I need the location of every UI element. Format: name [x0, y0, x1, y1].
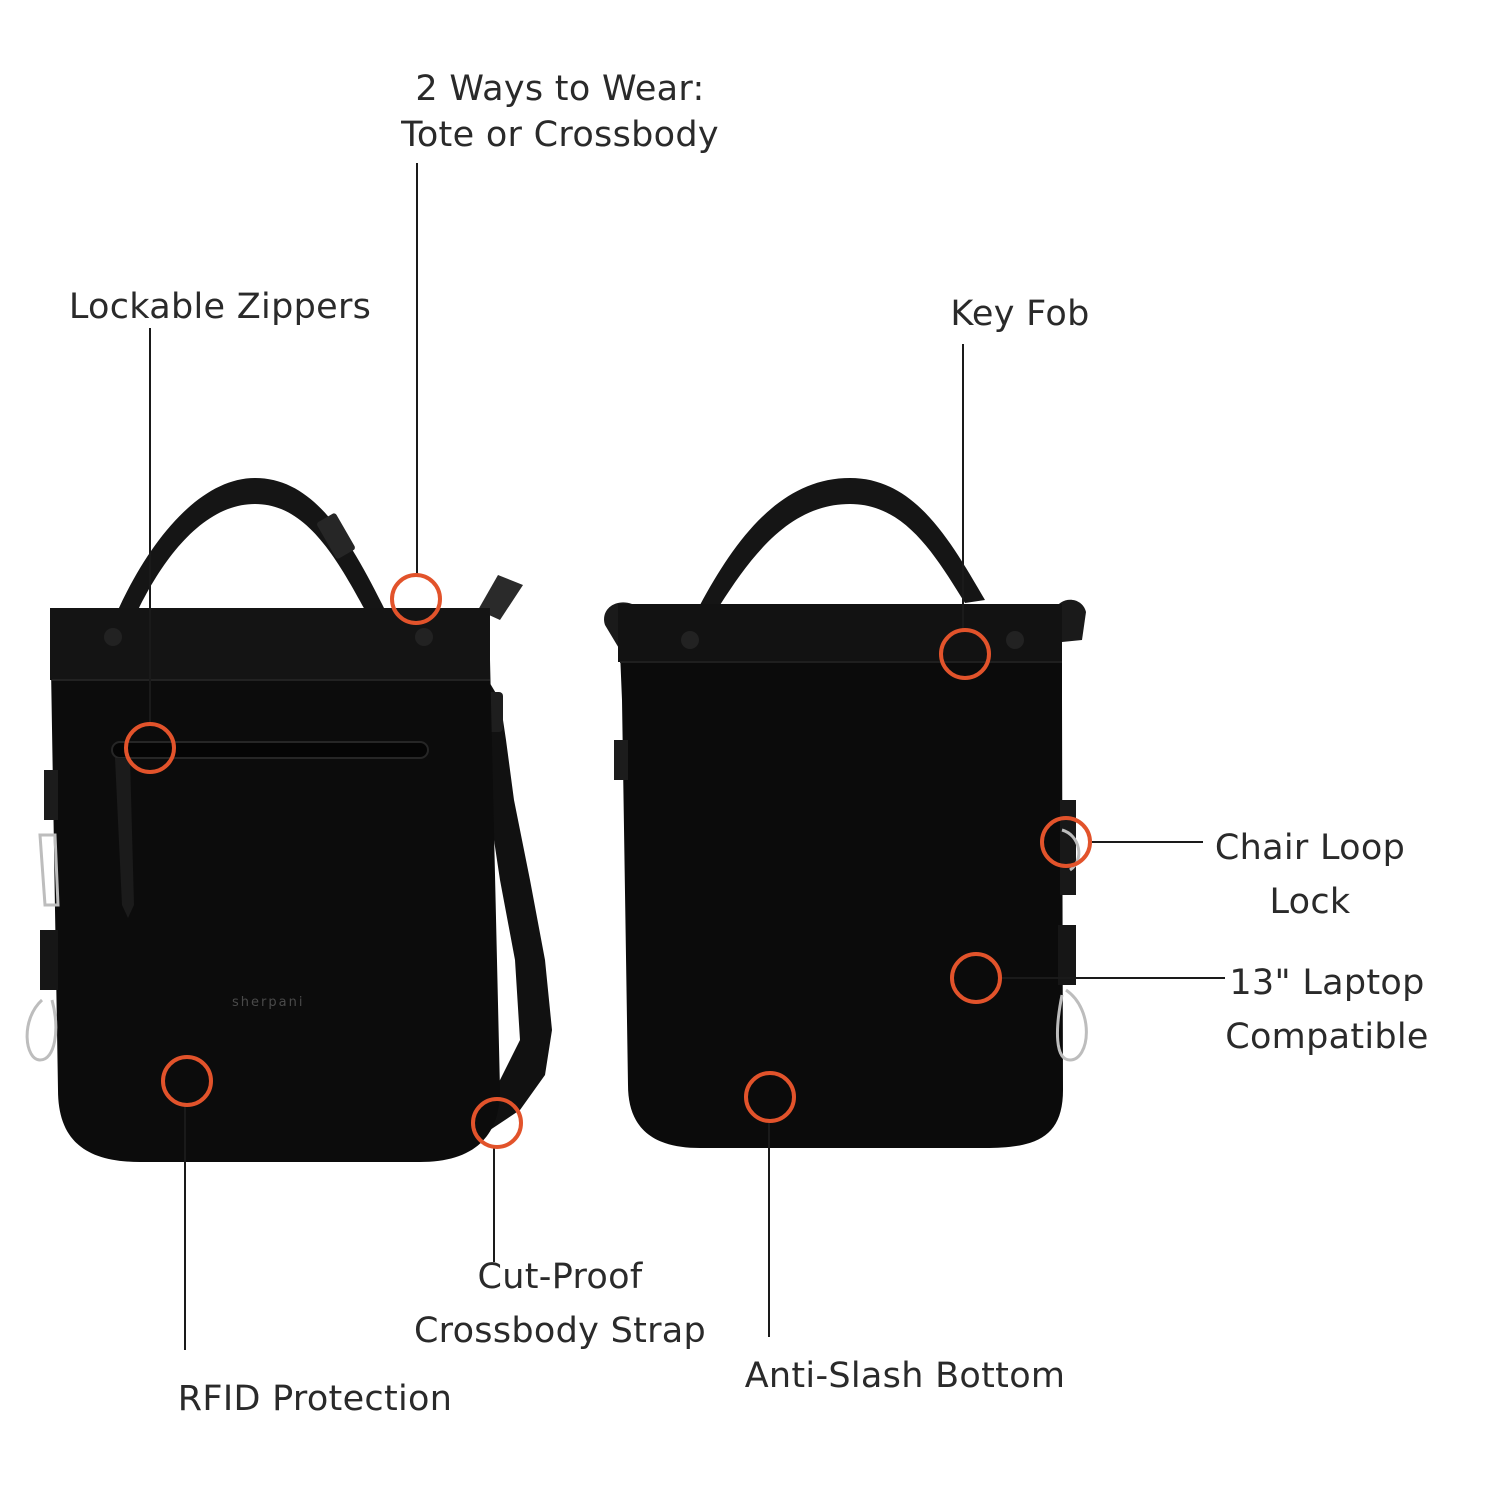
callout-rfid-line1: RFID Protection [177, 1379, 453, 1419]
callout-two-ways-line2: Tote or Crossbody [401, 115, 719, 155]
callout-laptop-line2: Compatible [1225, 1017, 1429, 1057]
marker-chair-loop [1040, 816, 1092, 868]
callout-cut-proof-line2: Crossbody Strap [413, 1311, 707, 1351]
marker-cut-proof [471, 1097, 523, 1149]
marker-two-ways [390, 573, 442, 625]
right-bag-handle [700, 478, 985, 605]
callout-two-ways-to-wear: 2 Ways to Wear: Tote or Crossbody [380, 66, 740, 158]
callout-anti-slash-bottom: Anti-Slash Bottom [730, 1353, 1080, 1399]
callout-key-fob: Key Fob [900, 291, 1140, 337]
callout-chair-loop-line2: Lock [1269, 882, 1351, 922]
callout-rfid-protection: RFID Protection [160, 1376, 470, 1422]
callout-laptop-line1: 13" Laptop [1229, 963, 1425, 1003]
marker-lockable-zippers [124, 722, 176, 774]
feature-markers [124, 573, 1092, 1149]
left-bag: sherpani [25, 478, 552, 1162]
left-bag-body [50, 608, 500, 1162]
callout-lockable-zippers-line1: Lockable Zippers [68, 287, 372, 327]
right-bag-body [618, 604, 1063, 1148]
callout-chair-loop-lock: Chair Loop Lock [1200, 821, 1420, 929]
callout-cut-proof-line1: Cut-Proof [477, 1257, 643, 1297]
marker-anti-slash [744, 1071, 796, 1123]
marker-rfid [161, 1055, 213, 1107]
brand-logo-text: sherpani [232, 995, 304, 1010]
callout-two-ways-line1: 2 Ways to Wear: [415, 69, 705, 109]
callout-lockable-zippers: Lockable Zippers [50, 284, 390, 330]
callout-cut-proof-strap: Cut-Proof Crossbody Strap [400, 1250, 720, 1358]
marker-key-fob [939, 628, 991, 680]
callout-anti-slash-line1: Anti-Slash Bottom [744, 1356, 1066, 1396]
callout-chair-loop-line1: Chair Loop [1214, 828, 1406, 868]
callout-laptop-compatible: 13" Laptop Compatible [1212, 956, 1442, 1064]
marker-laptop [950, 952, 1002, 1004]
left-bag-handle [118, 478, 385, 610]
callout-key-fob-line1: Key Fob [950, 294, 1090, 334]
leader-lines [149, 163, 1225, 1350]
right-bag [604, 478, 1088, 1148]
